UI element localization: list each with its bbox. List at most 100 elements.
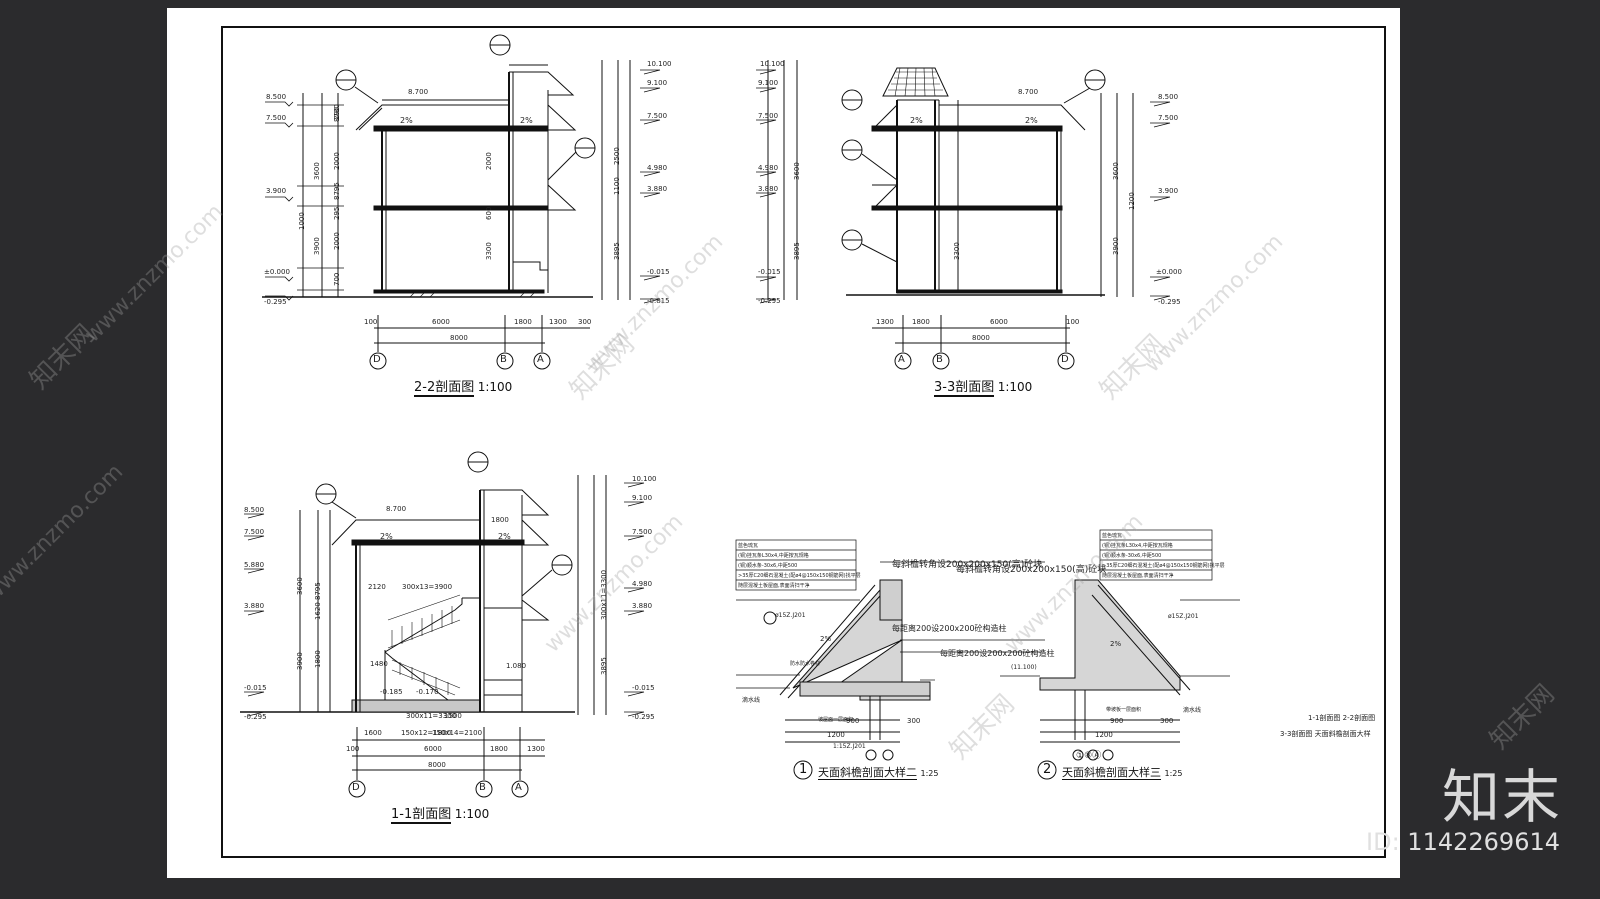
dimension-label: 295 xyxy=(333,206,341,220)
detail-2-scale: 1:25 xyxy=(1164,769,1183,778)
title-2-2-scale: 1:100 xyxy=(477,380,513,394)
dimension-label: 100 xyxy=(364,318,378,326)
dimension-label: 1300 xyxy=(527,745,545,753)
elevation-label: 5.880 xyxy=(244,561,265,569)
elevation-label: -0.185 xyxy=(380,688,403,696)
detail-note: 1200 xyxy=(827,731,845,739)
dimension-label: 2000 xyxy=(485,152,493,170)
dimension-label: 3895 xyxy=(600,657,608,675)
dimension-label: 2500 xyxy=(613,147,621,165)
dimension-label: 100 xyxy=(346,745,360,753)
detail-note: (11.100) xyxy=(1011,664,1037,671)
dimension-label: 1200 xyxy=(1128,192,1136,210)
dimension-label: 1620 xyxy=(314,602,322,620)
elevation-label: -0.815 xyxy=(647,297,670,305)
dimension-label: 8780 xyxy=(333,104,341,122)
detail-note: 2% xyxy=(820,635,832,643)
detail-note: 1:15Z.J201 xyxy=(833,743,866,750)
detail-2 xyxy=(1000,529,1240,780)
dimension-label: 150x14=2100 xyxy=(432,729,483,737)
dimension-label: 8795 xyxy=(333,182,341,200)
detail-1 xyxy=(735,539,1045,780)
slope-label: 2% xyxy=(520,116,533,125)
axis-label: D xyxy=(373,354,381,365)
dimension-label: 8000 xyxy=(450,334,468,342)
dimension-label: 3300 xyxy=(953,242,961,260)
axis-label: B xyxy=(500,354,507,365)
dimension-label: 3600 xyxy=(296,577,304,595)
section-2-2 xyxy=(262,34,661,370)
dimension-label: 1800 xyxy=(514,318,532,326)
slope-label: 2% xyxy=(400,116,413,125)
detail-note: 1200 xyxy=(1095,731,1113,739)
dimension-label: 3600 xyxy=(313,162,321,180)
detail-2-number: 2 xyxy=(1043,762,1052,777)
detail-note: 300 xyxy=(907,717,921,725)
elevation-label: 4.980 xyxy=(647,164,668,172)
dimension-label: 1800 xyxy=(490,745,508,753)
dimension-label: 3895 xyxy=(613,242,621,260)
dimension-label: 6000 xyxy=(424,745,442,753)
detail-note: 坡屋面一层面积 xyxy=(818,717,854,723)
dimension-label: 150x12=1800 xyxy=(401,729,452,737)
detail-note: ø15Z.J201 xyxy=(1168,613,1199,620)
detail-note: (铜)挂瓦条L30x4,中距按瓦规格 xyxy=(1102,543,1173,549)
elevation-label: 3.900 xyxy=(266,187,287,195)
elevation-label: 4.980 xyxy=(632,580,653,588)
title-3-3: 3-3剖面图 1:100 xyxy=(934,376,1033,397)
detail-note: ①⑧Ⓐ xyxy=(1076,751,1102,761)
title-3-3-scale: 1:100 xyxy=(997,380,1033,394)
elevation-label: 10.100 xyxy=(632,475,657,483)
elevation-label: ±0.000 xyxy=(1156,268,1182,276)
detail-1-text: 天面斜檐剖面大样二 xyxy=(818,766,917,780)
elevation-label: -0.295 xyxy=(632,713,655,721)
axis-label: B xyxy=(936,354,943,365)
detail-note: 每距离200设200x200砼构造柱 xyxy=(940,649,1055,658)
detail-note: 每斜檐转角设200x200x150(高)砼块 xyxy=(956,565,1107,575)
detail-1-scale: 1:25 xyxy=(920,769,939,778)
dimension-label: 1800 xyxy=(912,318,930,326)
detail-note: 蓝色琉瓦 xyxy=(738,543,759,549)
elevation-label: 10.100 xyxy=(647,60,672,68)
title-2-2: 2-2剖面图 1:100 xyxy=(414,376,513,397)
detail-note: ø15Z.J201 xyxy=(775,612,806,619)
drawing-frame xyxy=(221,26,1386,858)
detail-note: 随层混凝土板屋面,表面清扫干净 xyxy=(1102,573,1174,579)
elevation-label: 7.500 xyxy=(266,114,287,122)
elevation-label: 7.500 xyxy=(1158,114,1179,122)
elevation-label: 8.500 xyxy=(244,506,265,514)
section-3-3 xyxy=(756,60,1171,370)
sheet-note-2: 3-3剖面图 天面斜檐剖面大样 xyxy=(1280,730,1371,738)
elevation-label: ±0.000 xyxy=(264,268,290,276)
elevation-label: 8.700 xyxy=(408,88,429,96)
dimension-label: 3600 xyxy=(793,162,801,180)
elevation-label: -0.295 xyxy=(1158,298,1181,306)
dimension-label: 1600 xyxy=(364,729,382,737)
axis-label: D xyxy=(1061,354,1069,365)
detail-note: 900 xyxy=(1110,717,1124,725)
elevation-label: 3.900 xyxy=(1158,187,1179,195)
detail-1-number: 1 xyxy=(799,762,808,777)
dimension-label: 600 xyxy=(485,206,493,220)
detail-note: 每距离200设200x200砼构造柱 xyxy=(892,624,1007,633)
elevation-label: -0.295 xyxy=(264,298,287,306)
elevation-label: 10.100 xyxy=(760,60,785,68)
detail-note: >35厚C20细石混凝土(配ø4@150x150钢筋网)找平层 xyxy=(1102,563,1225,569)
detail-note: 滴水线 xyxy=(742,697,761,704)
dimension-label: 300 xyxy=(578,318,592,326)
dimension-label: 1800 xyxy=(314,650,322,668)
slope-label: 2% xyxy=(910,116,923,125)
dimension-label: 3900 xyxy=(1112,237,1120,255)
elevation-label: -0.015 xyxy=(632,684,655,692)
axis-label: B xyxy=(479,782,486,793)
elevation-label: -0.015 xyxy=(647,268,670,276)
dimension-label: 1800 xyxy=(491,516,509,524)
section-1-1 xyxy=(240,451,645,798)
dimension-label: 6000 xyxy=(432,318,450,326)
detail-note: 蓝色琉瓦 xyxy=(1102,533,1123,539)
title-3-3-text: 3-3剖面图 xyxy=(934,380,995,397)
elevation-label: 7.500 xyxy=(647,112,668,120)
title-1-1-scale: 1:100 xyxy=(454,807,490,821)
title-detail-1: 天面斜檐剖面大样二 1:25 xyxy=(818,764,938,780)
